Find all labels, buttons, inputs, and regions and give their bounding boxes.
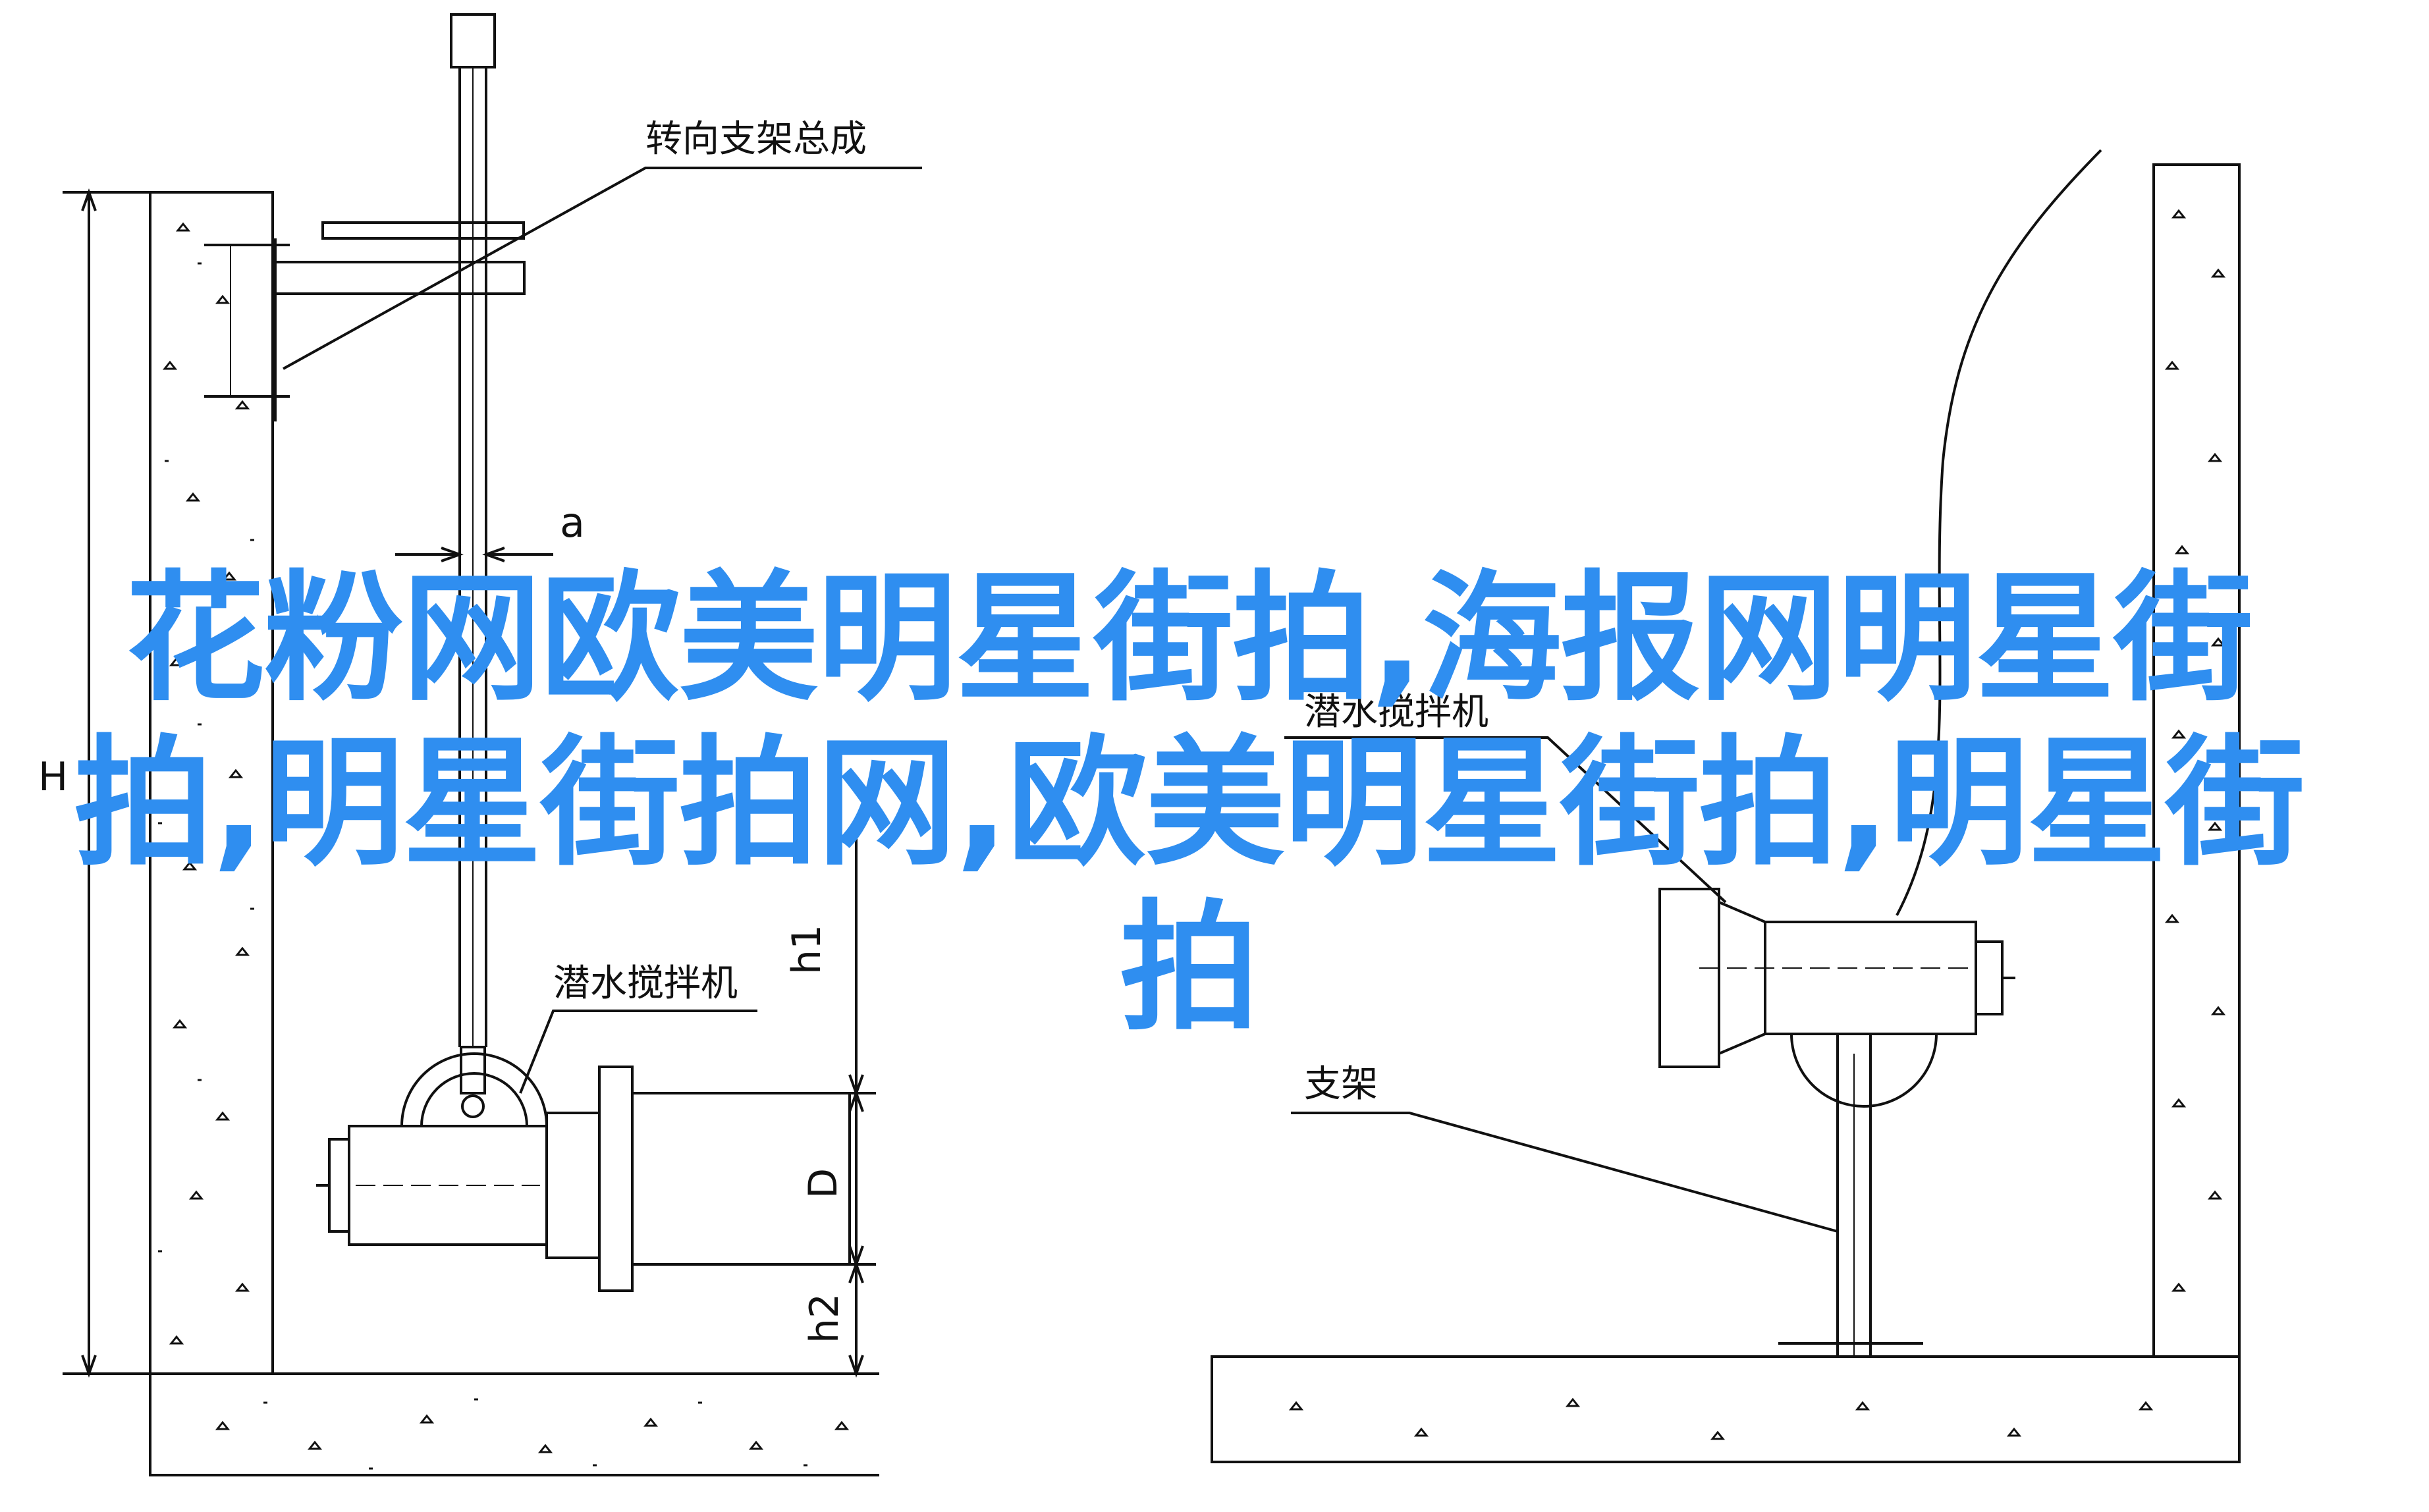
left-wall-texture: [158, 222, 254, 1345]
support-label: 支架: [1304, 1063, 1378, 1106]
dimension-h1-d-h2: [830, 817, 876, 1378]
mixer-left-drawing: [316, 1010, 851, 1292]
left-tank-wall: [149, 191, 879, 1476]
cable-curve: [1896, 149, 2102, 916]
dimension-h1-label: h1: [784, 925, 830, 975]
left-floor-texture: [215, 1398, 850, 1470]
dimension-h: [63, 188, 150, 1378]
mixer-right-label: 潜水搅拌机: [1304, 691, 1488, 734]
dimension-d-label: D: [800, 1168, 846, 1199]
mixer-right-drawing: [1284, 736, 2015, 1358]
dimension-a: [395, 547, 553, 562]
dimension-h-label: H: [38, 754, 68, 800]
right-tank-wall: [1211, 163, 2241, 1463]
right-wall-texture: [1288, 209, 2226, 1440]
dimension-a-label: a: [560, 499, 585, 547]
guide-rail: [450, 13, 496, 1047]
mixer-label: 潜水搅拌机: [553, 962, 738, 1005]
bracket-assembly-label: 转向支架总成: [645, 118, 867, 161]
bracket-assembly-drawing: [204, 167, 922, 421]
dimension-h2-label: h2: [802, 1293, 848, 1343]
watermark-headline: 花粉网欧美明星街拍,海报网明星街拍,明星街拍网,欧美明星街拍,明星街拍: [74, 557, 2305, 1049]
